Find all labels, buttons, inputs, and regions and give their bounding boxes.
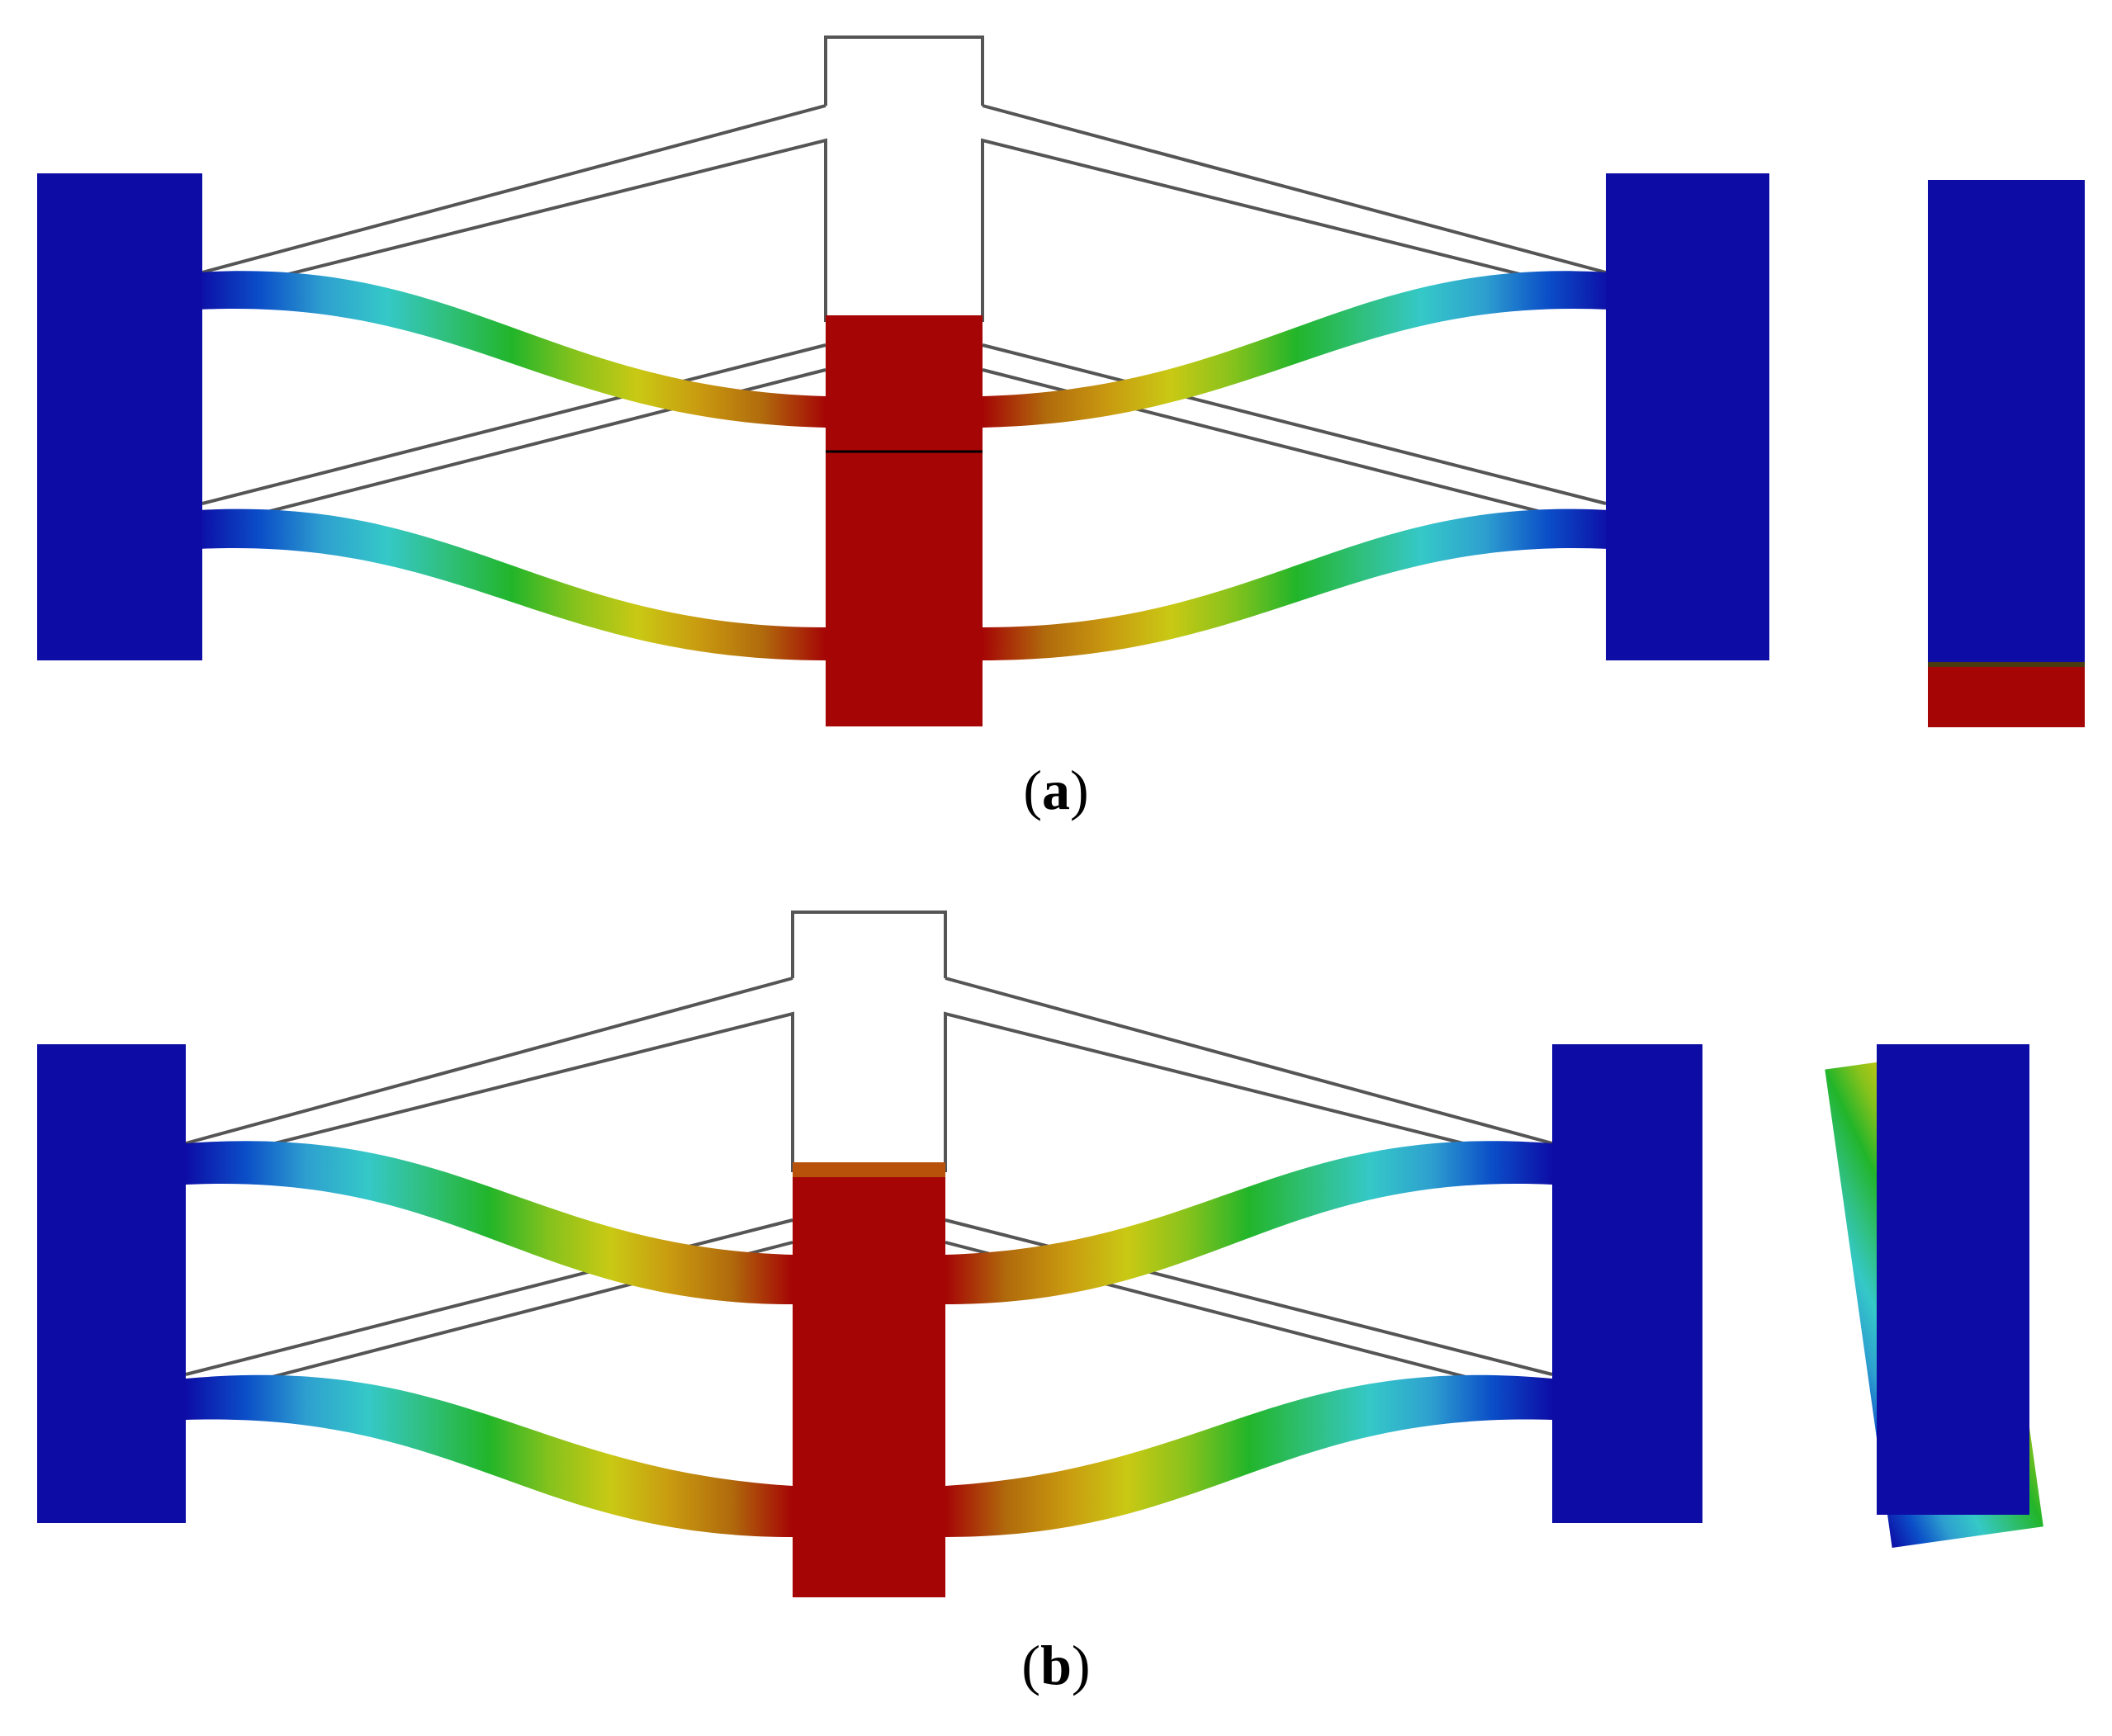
undeformed-beam-b-tl2	[185, 1011, 794, 1172]
side-view-b-fixed	[1877, 1044, 2029, 1515]
undeformed-beam-a-tr2	[981, 138, 1607, 322]
undeformed-carriage-a	[824, 35, 984, 106]
panel-label-a: (a)	[1023, 759, 1088, 821]
panel-a: (a)	[37, 35, 2085, 821]
undeformed-beam-a-bl1	[201, 343, 826, 505]
moving-shuttle-b	[793, 1172, 945, 1597]
side-view-a	[1928, 180, 2085, 727]
fixed-anchor-b-right	[1552, 1044, 1702, 1523]
fixed-anchor-a-left	[37, 173, 202, 660]
moving-shuttle-a	[826, 315, 983, 726]
panel-label-a-text: a	[1042, 759, 1070, 821]
flexure-beam-b-tl	[186, 1141, 793, 1304]
side-view-b	[1825, 1044, 2043, 1548]
fixed-anchor-b-left	[37, 1044, 186, 1523]
panel-label-b-text: b	[1040, 1634, 1072, 1696]
shuttle-top-b	[793, 1162, 945, 1177]
undeformed-beam-b-tr2	[944, 1011, 1553, 1172]
undeformed-beam-a-tr1	[982, 104, 1607, 274]
flexure-beam-b-tr	[945, 1141, 1552, 1304]
undeformed-beam-a-tl1	[201, 104, 826, 274]
panel-label-b: (b)	[1021, 1634, 1090, 1696]
undeformed-beam-b-tl1	[185, 977, 793, 1145]
flexure-beam-b-br	[945, 1374, 1552, 1537]
undeformed-beam-b-tr1	[945, 977, 1553, 1145]
side-view-a-moving	[1928, 663, 2085, 727]
side-view-a-fixed	[1928, 180, 2085, 663]
flexure-beam-b-bl	[186, 1374, 793, 1537]
fixed-anchor-a-right	[1606, 173, 1769, 660]
flexure-beam-a-tr	[983, 271, 1610, 428]
flexure-beam-a-bl	[198, 509, 826, 660]
undeformed-carriage-b	[791, 911, 947, 978]
flexure-beam-a-tl	[198, 271, 826, 428]
undeformed-beam-a-tl2	[201, 138, 827, 322]
panel-b: (b)	[37, 911, 2043, 1696]
flexure-beam-a-br	[983, 509, 1610, 660]
undeformed-beam-a-br1	[982, 343, 1607, 505]
undeformed-outline-a	[201, 35, 1607, 530]
